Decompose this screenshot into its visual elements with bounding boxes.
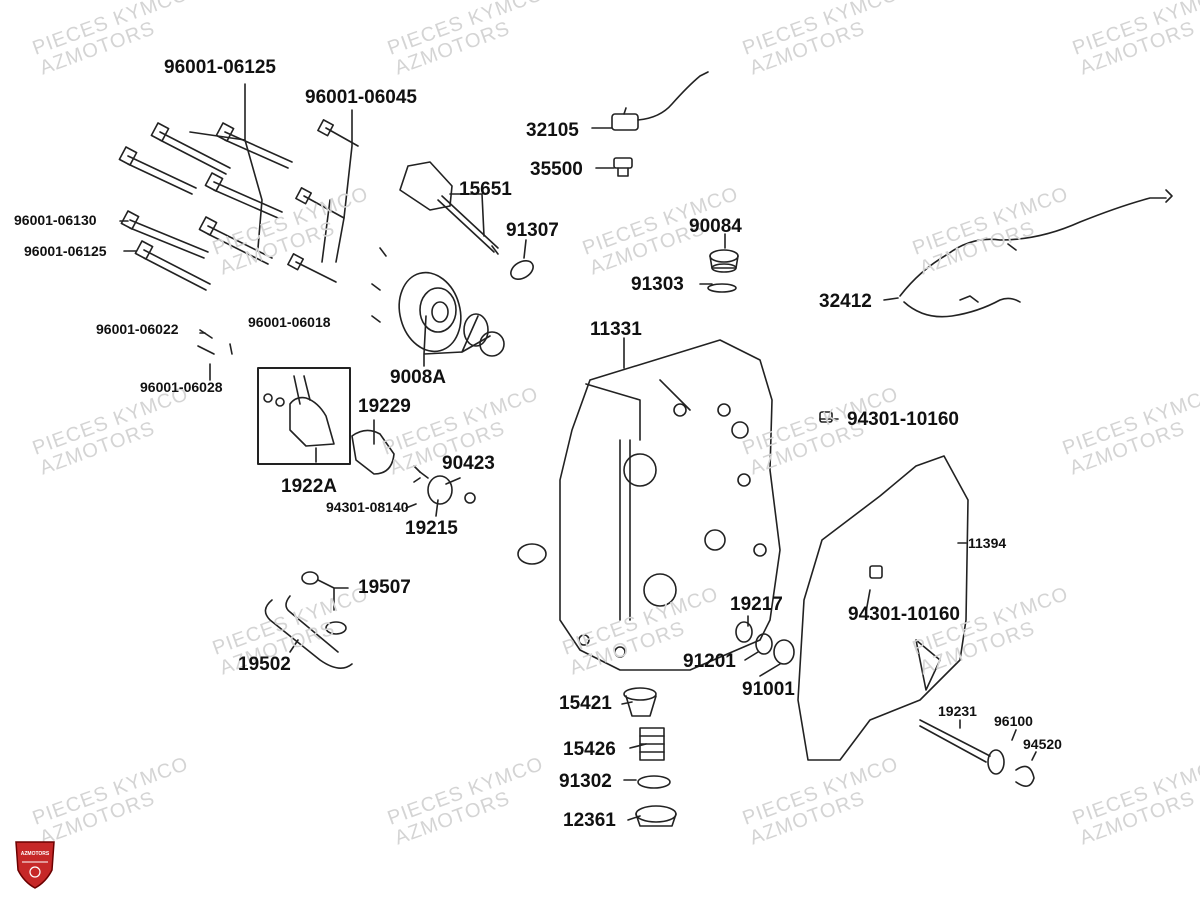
- part-label-96001-06130: 96001-06130: [14, 212, 97, 228]
- o-ring-91307: [510, 260, 534, 280]
- part-label-94520: 94520: [1023, 736, 1062, 752]
- part-label-1922A: 1922A: [281, 476, 337, 497]
- part-label-96001-06022: 96001-06022: [96, 321, 179, 337]
- leader-lines: [119, 83, 1037, 821]
- seal-stack: [735, 621, 795, 665]
- gasket-11394: [797, 455, 969, 761]
- dipstick: [399, 161, 499, 255]
- part-label-19229: 19229: [358, 396, 411, 417]
- part-label-90423: 90423: [442, 453, 495, 474]
- part-label-96001-06028: 96001-06028: [140, 379, 223, 395]
- part-label-94301-10160-mid: 94301-10160: [848, 604, 960, 625]
- plug-90084: [709, 249, 739, 273]
- sleeve: [517, 543, 547, 565]
- o-ring-91303: [707, 283, 737, 293]
- part-label-91302: 91302: [559, 771, 612, 792]
- gasket-19229: [351, 429, 395, 475]
- part-label-96001-06125-top: 96001-06125: [164, 57, 276, 78]
- part-label-94301-08140: 94301-08140: [326, 499, 409, 515]
- part-label-15651: 15651: [459, 179, 512, 200]
- part-label-35500: 35500: [530, 159, 583, 180]
- part-label-91201: 91201: [683, 651, 736, 672]
- pump-cover-1922A: [257, 367, 351, 465]
- cable-32412: [899, 189, 1173, 318]
- part-label-90084: 90084: [689, 216, 742, 237]
- part-label-12361: 12361: [563, 810, 616, 831]
- part-label-19231: 19231: [938, 703, 977, 719]
- part-label-94301-10160-top: 94301-10160: [847, 409, 959, 430]
- part-label-15421: 15421: [559, 693, 612, 714]
- strainer-stack: [623, 687, 677, 827]
- azmotors-logo: [15, 841, 55, 889]
- part-label-11394: 11394: [968, 535, 1007, 551]
- part-label-96001-06045: 96001-06045: [305, 87, 417, 108]
- part-label-11331: 11331: [590, 319, 642, 340]
- part-label-19507: 19507: [358, 577, 411, 598]
- small-bolts: [197, 329, 233, 355]
- sensor-32105: [611, 71, 709, 131]
- part-label-96100: 96100: [994, 713, 1033, 729]
- part-label-96001-06018: 96001-06018: [248, 314, 331, 330]
- dowel-94301-top: [819, 411, 833, 423]
- part-label-91001: 91001: [742, 679, 795, 700]
- part-label-9008A: 9008A: [390, 367, 446, 388]
- part-label-19215: 19215: [405, 518, 458, 539]
- thermostat-9008A: [371, 247, 505, 357]
- shaft-19231: [919, 719, 1035, 787]
- part-label-19502: 19502: [238, 654, 291, 675]
- part-label-96001-06125-left: 96001-06125: [24, 243, 107, 259]
- part-label-91307: 91307: [506, 220, 559, 241]
- long-bolts: [118, 122, 293, 291]
- part-label-15426: 15426: [563, 739, 616, 760]
- hose-19502: [264, 571, 353, 669]
- part-label-32105: 32105: [526, 120, 579, 141]
- crankcase-cover-11331: [559, 339, 781, 671]
- pump-19215: [413, 465, 476, 505]
- dowel-94301-mid: [869, 565, 883, 579]
- switch-35500: [613, 157, 633, 177]
- logo-text: AZMOTORS: [20, 851, 50, 857]
- part-label-19217: 19217: [730, 594, 783, 615]
- part-label-32412: 32412: [819, 291, 872, 312]
- part-label-91303: 91303: [631, 274, 684, 295]
